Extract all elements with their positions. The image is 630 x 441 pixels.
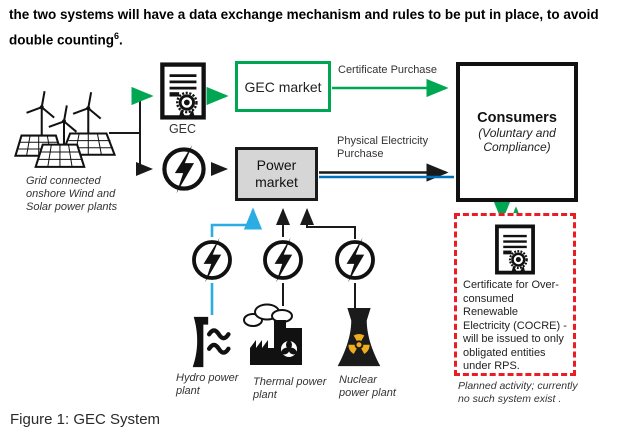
consumers-title: Consumers bbox=[477, 109, 557, 126]
intro-line1: the two systems will have a data exchang… bbox=[9, 7, 599, 22]
source-plants-label: Grid connected onshore Wind and Solar po… bbox=[26, 175, 144, 214]
thermal-plant-label: Thermal power plant bbox=[253, 376, 326, 402]
consumers-subtitle: (Voluntary and Compliance) bbox=[478, 126, 556, 155]
cocre-box: Certificate for Over-consumed Renewable … bbox=[454, 213, 576, 376]
cocre-certificate-icon bbox=[495, 224, 535, 275]
electricity-bolt-icon bbox=[162, 144, 206, 194]
nuclear-label-line2: power plant bbox=[339, 387, 396, 399]
hydro-label-line1: Hydro power bbox=[176, 372, 239, 384]
intro-line2: double counting bbox=[9, 32, 114, 47]
figure-caption: Figure 1: GEC System bbox=[10, 411, 161, 428]
consumers-sub1: (Voluntary and bbox=[478, 125, 556, 140]
physical-electricity-label: Physical Electricity Purchase bbox=[337, 135, 428, 161]
source-label-line3: Solar power plants bbox=[26, 201, 118, 213]
consumers-box: Consumers (Voluntary and Compliance) bbox=[456, 62, 578, 202]
gec-market-label: GEC market bbox=[244, 78, 322, 95]
intro-paragraph: the two systems will have a data exchang… bbox=[9, 4, 624, 51]
gec-certificate-icon bbox=[160, 62, 206, 120]
cocre-text: Certificate for Over-consumed Renewable … bbox=[463, 279, 567, 372]
footnote-ref: 6 bbox=[113, 30, 119, 41]
certificate-purchase-label: Certificate Purchase bbox=[338, 64, 438, 76]
thermal-plant-icon bbox=[243, 303, 302, 365]
hydro-plant-label: Hydro power plant bbox=[176, 372, 238, 398]
power-market-box: Power market bbox=[235, 147, 318, 201]
nuclear-label-line1: Nuclear bbox=[339, 374, 377, 386]
hydro-label-line2: plant bbox=[176, 385, 200, 397]
nuclear-plant-label: Nuclear power plant bbox=[339, 374, 396, 400]
gec-certificate-label: GEC bbox=[168, 122, 197, 136]
gec-market-box: GEC market bbox=[235, 61, 331, 112]
wind-solar-icon bbox=[14, 91, 116, 168]
source-label-line2: onshore Wind and bbox=[26, 188, 116, 200]
thermal-label-line1: Thermal power bbox=[253, 376, 327, 388]
source-label-line1: Grid connected bbox=[26, 175, 101, 187]
thermal-bolt-icon bbox=[263, 237, 303, 283]
hydro-plant-icon bbox=[192, 316, 231, 368]
physical-line2: Purchase bbox=[337, 148, 384, 160]
hydro-bolt-icon bbox=[192, 237, 232, 283]
planned-note-line1: Planned activity; currently bbox=[458, 380, 578, 392]
consumers-sub2: Compliance) bbox=[483, 140, 551, 154]
intro-line2-period: . bbox=[119, 32, 123, 47]
cocre-content: Certificate for Over-consumed Renewable … bbox=[457, 223, 573, 374]
physical-line1: Physical Electricity bbox=[337, 135, 429, 147]
planned-note-line2: no such system exist . bbox=[458, 393, 562, 405]
planned-activity-note: Planned activity; currently no such syst… bbox=[458, 380, 578, 406]
power-market-label: Power market bbox=[255, 157, 298, 191]
nuclear-plant-icon bbox=[337, 307, 381, 367]
thermal-label-line2: plant bbox=[253, 389, 277, 401]
nuclear-bolt-icon bbox=[335, 237, 375, 283]
power-market-line1: Power bbox=[256, 157, 297, 173]
power-market-line2: market bbox=[255, 174, 298, 190]
